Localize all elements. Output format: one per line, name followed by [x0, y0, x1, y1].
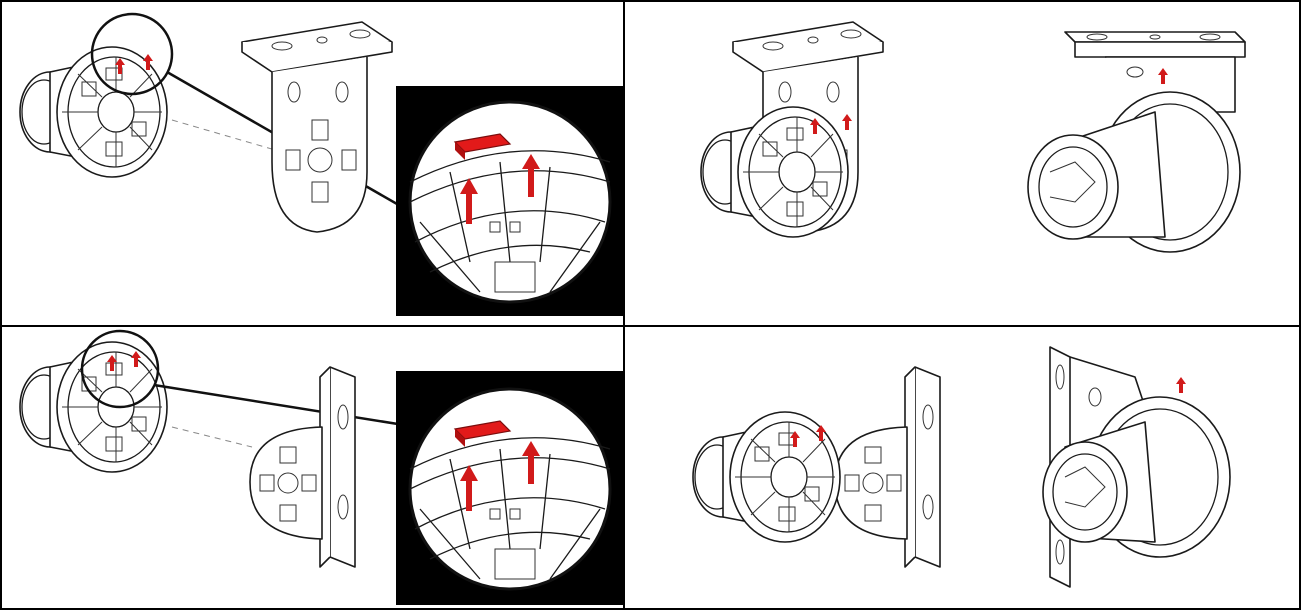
panel-bottom-left — [0, 325, 625, 610]
panel-bottom-right-drawing — [692, 346, 1231, 588]
alignment-dashed-line — [171, 119, 283, 153]
zoom-detail — [408, 387, 612, 591]
panel-top-left-drawing — [19, 12, 623, 316]
panel-top-right-drawing — [700, 21, 1246, 253]
panel-top-left — [0, 0, 625, 327]
wall-bracket — [249, 366, 356, 568]
panel-bottom-right — [623, 325, 1301, 610]
end-cap-rear-view — [1027, 91, 1241, 253]
zoom-circle-icon — [80, 329, 160, 409]
ceiling-bracket-rear — [1064, 31, 1246, 113]
end-cap-clipped — [700, 106, 849, 238]
end-cap — [19, 341, 168, 473]
panel-bottom-left-drawing — [19, 329, 623, 605]
zoom-detail — [408, 100, 612, 304]
end-cap-rear-view — [1042, 396, 1231, 558]
panel-top-right — [623, 0, 1301, 327]
zoom-leader-line — [153, 383, 405, 427]
zoom-circle-icon — [90, 12, 174, 96]
red-up-arrow-icon — [1176, 377, 1186, 393]
wall-bracket — [834, 366, 941, 568]
alignment-dashed-line — [171, 426, 253, 448]
